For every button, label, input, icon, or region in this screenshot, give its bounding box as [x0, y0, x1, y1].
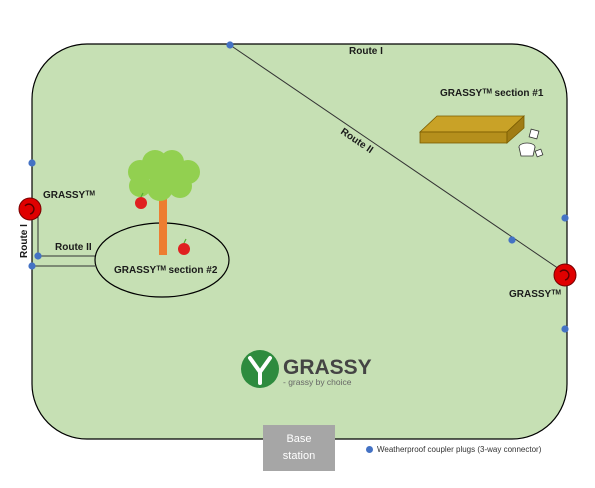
grassy-left-label: GRASSYᵀᴹ	[43, 190, 95, 201]
apple-icon	[135, 192, 147, 209]
plug-dot	[508, 236, 516, 244]
grassy-right-label: GRASSYᵀᴹ	[509, 289, 561, 300]
cup-icon	[518, 128, 544, 158]
apple-icon	[178, 238, 190, 255]
platform-icon	[418, 115, 526, 144]
plug-dot	[28, 262, 36, 270]
plug-dot	[561, 214, 569, 222]
brand-tagline: - grassy by choice	[283, 377, 352, 387]
plug-dot	[28, 159, 36, 167]
tree-icon	[128, 150, 200, 255]
section-2-label: GRASSYᵀᴹ section #2	[114, 265, 218, 276]
route-1-left-label: Route I	[19, 224, 30, 258]
base-station: Base station	[263, 425, 335, 471]
plug-dot	[561, 325, 569, 333]
plug-dot	[34, 252, 42, 260]
plug-legend-icon	[366, 446, 373, 453]
legend: Weatherproof coupler plugs (3-way connec…	[366, 445, 541, 454]
section-1-label: GRASSYᵀᴹ section #1	[440, 88, 544, 99]
grassy-logo-icon	[241, 350, 279, 388]
route-2-left-label: Route II	[55, 242, 92, 253]
legend-text: Weatherproof coupler plugs (3-way connec…	[377, 445, 542, 454]
route-2-cable	[229, 44, 566, 274]
base-station-line2: station	[282, 450, 316, 462]
plug-dot	[226, 41, 234, 49]
base-station-line1: Base	[286, 433, 312, 445]
route-1-top-label: Route I	[349, 46, 383, 57]
coupler-plugs	[28, 41, 569, 333]
brand-name: GRASSY	[283, 356, 372, 379]
mower-right-icon	[553, 263, 577, 287]
mower-left-icon	[18, 197, 42, 221]
